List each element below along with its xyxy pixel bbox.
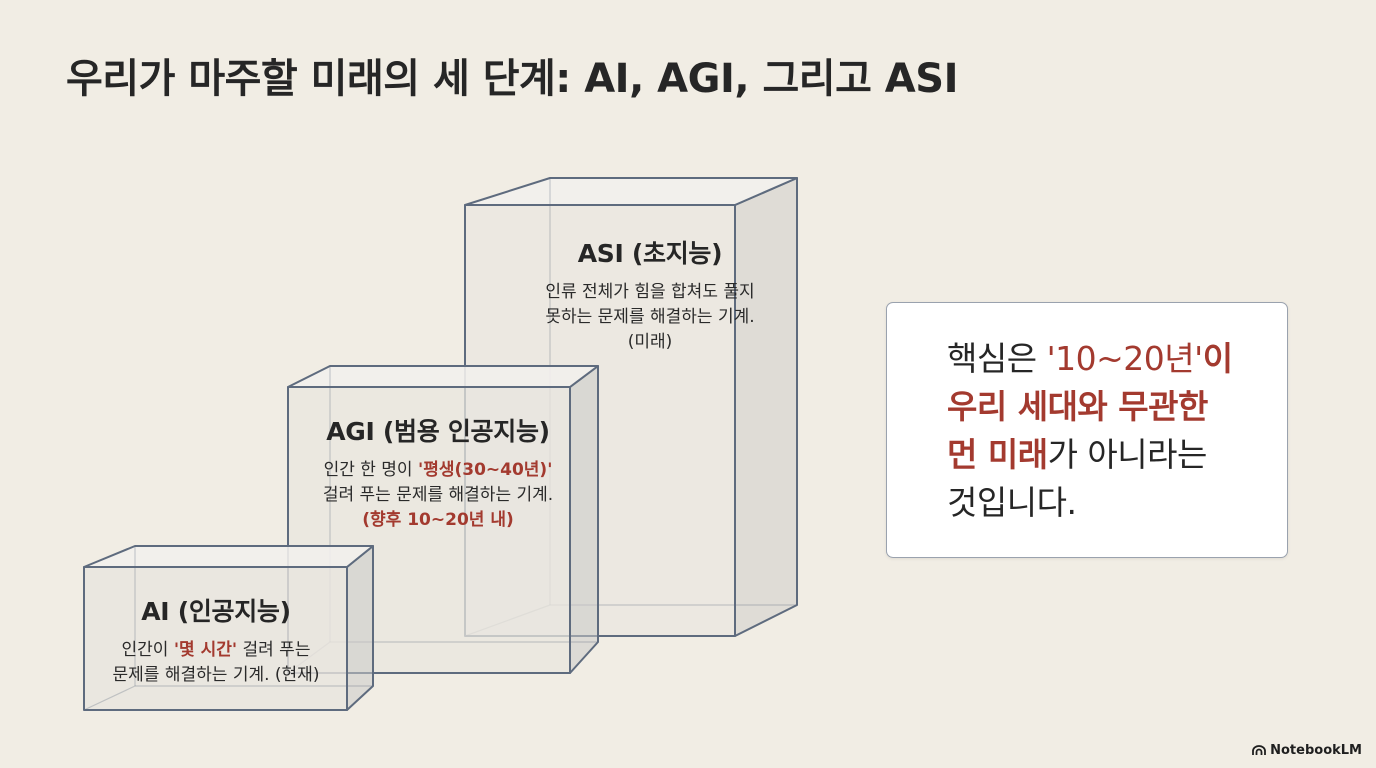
agi-description: 인간 한 명이 '평생(30~40년)' 걸려 푸는 문제를 해결하는 기계. … xyxy=(288,458,588,533)
asi-desc-line3: (미래) xyxy=(627,332,673,352)
asi-desc-line1: 인류 전체가 힘을 합쳐도 풀지 xyxy=(545,282,755,302)
asi-desc-line2: 못하는 문제를 해결하는 기계. xyxy=(545,307,755,327)
agi-label-group: AGI (범용 인공지능) 인간 한 명이 '평생(30~40년)' 걸려 푸는… xyxy=(288,412,588,533)
asi-title: ASI (초지능) xyxy=(577,239,723,268)
callout-line4: 것입니다. xyxy=(947,483,1077,522)
key-message-callout: 핵심은 '10~20년'이 우리 세대와 무관한 먼 미래가 아니라는 것입니다… xyxy=(886,302,1288,558)
agi-desc-line3: (향후 10~20년 내) xyxy=(362,510,514,530)
ai-desc-line2: 문제를 해결하는 기계. (현재) xyxy=(112,665,320,685)
agi-desc-line2: 걸려 푸는 문제를 해결하는 기계. xyxy=(322,485,554,505)
logo-text: NotebookLM xyxy=(1270,743,1362,758)
ai-title: AI (인공지능) xyxy=(141,597,291,626)
callout-line2: 우리 세대와 무관한 xyxy=(947,387,1208,426)
callout-text: 핵심은 '10~20년'이 우리 세대와 무관한 먼 미래가 아니라는 것입니다… xyxy=(947,335,1233,527)
notebooklm-logo: NotebookLM xyxy=(1252,743,1362,758)
ai-highlight: '몇 시간' xyxy=(173,640,238,660)
asi-label-group: ASI (초지능) 인류 전체가 힘을 합쳐도 풀지 못하는 문제를 해결하는 … xyxy=(500,234,800,355)
agi-title: AGI (범용 인공지능) xyxy=(326,417,550,446)
ai-description: 인간이 '몇 시간' 걸려 푸는 문제를 해결하는 기계. (현재) xyxy=(75,638,357,688)
callout-line3: 먼 미래가 아니라는 xyxy=(947,435,1207,474)
agi-desc-line1: 인간 한 명이 '평생(30~40년)' xyxy=(323,460,553,480)
notebooklm-icon xyxy=(1252,745,1267,755)
page-title: 우리가 마주할 미래의 세 단계: AI, AGI, 그리고 ASI xyxy=(66,56,958,102)
ai-box xyxy=(83,545,374,711)
callout-highlight-years: '10~20년' xyxy=(1046,339,1204,378)
ai-desc-line1: 인간이 '몇 시간' 걸려 푸는 xyxy=(121,640,311,660)
ai-label-group: AI (인공지능) 인간이 '몇 시간' 걸려 푸는 문제를 해결하는 기계. … xyxy=(75,592,357,688)
callout-line1: 핵심은 '10~20년'이 xyxy=(947,339,1233,378)
agi-highlight: '평생(30~40년)' xyxy=(417,460,553,480)
asi-description: 인류 전체가 힘을 합쳐도 풀지 못하는 문제를 해결하는 기계. (미래) xyxy=(500,280,800,355)
